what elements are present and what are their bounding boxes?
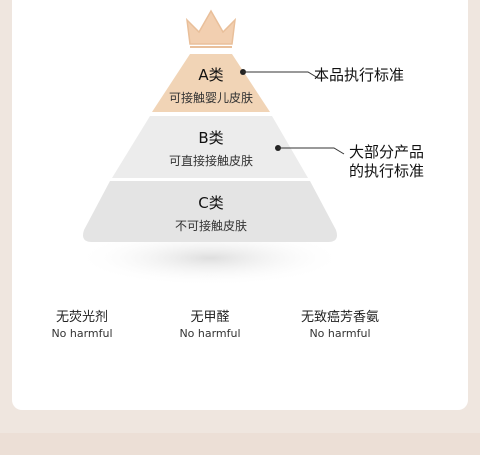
tier-a-title: A类 <box>198 66 224 84</box>
callout-a-text: 本品执行标准 <box>314 66 405 84</box>
feature-name-2: 无甲醛 <box>190 310 230 325</box>
feature-sub-1: No harmful <box>51 327 113 340</box>
tier-c-shape <box>83 181 337 242</box>
tier-a-shape <box>152 54 270 112</box>
tier-b-shape <box>112 116 308 178</box>
callout-b-line2: 的执行标准 <box>349 162 425 180</box>
feature-name-3: 无致癌芳香氨 <box>300 310 379 325</box>
tier-a-subtitle: 可接触婴儿皮肤 <box>168 91 253 105</box>
callout-b-line <box>278 147 345 155</box>
callout-a-line <box>243 71 319 79</box>
tier-b-subtitle: 可直接接触皮肤 <box>168 154 253 168</box>
callout-b-line1: 大部分产品 <box>349 143 425 161</box>
tier-c-subtitle: 不可接触皮肤 <box>174 219 247 233</box>
feature-name-1: 无荧光剂 <box>55 310 108 325</box>
feature-sub-3: No harmful <box>309 327 371 340</box>
pyramid-shadow <box>75 230 345 286</box>
feature-sub-2: No harmful <box>179 327 241 340</box>
tier-b-title: B类 <box>198 129 224 147</box>
crown-icon <box>185 9 237 45</box>
pyramid-graphic <box>75 9 345 286</box>
callout-b-text: 大部分产品 的执行标准 <box>349 143 424 181</box>
tier-c-title: C类 <box>198 194 224 212</box>
bottom-band <box>0 433 480 455</box>
